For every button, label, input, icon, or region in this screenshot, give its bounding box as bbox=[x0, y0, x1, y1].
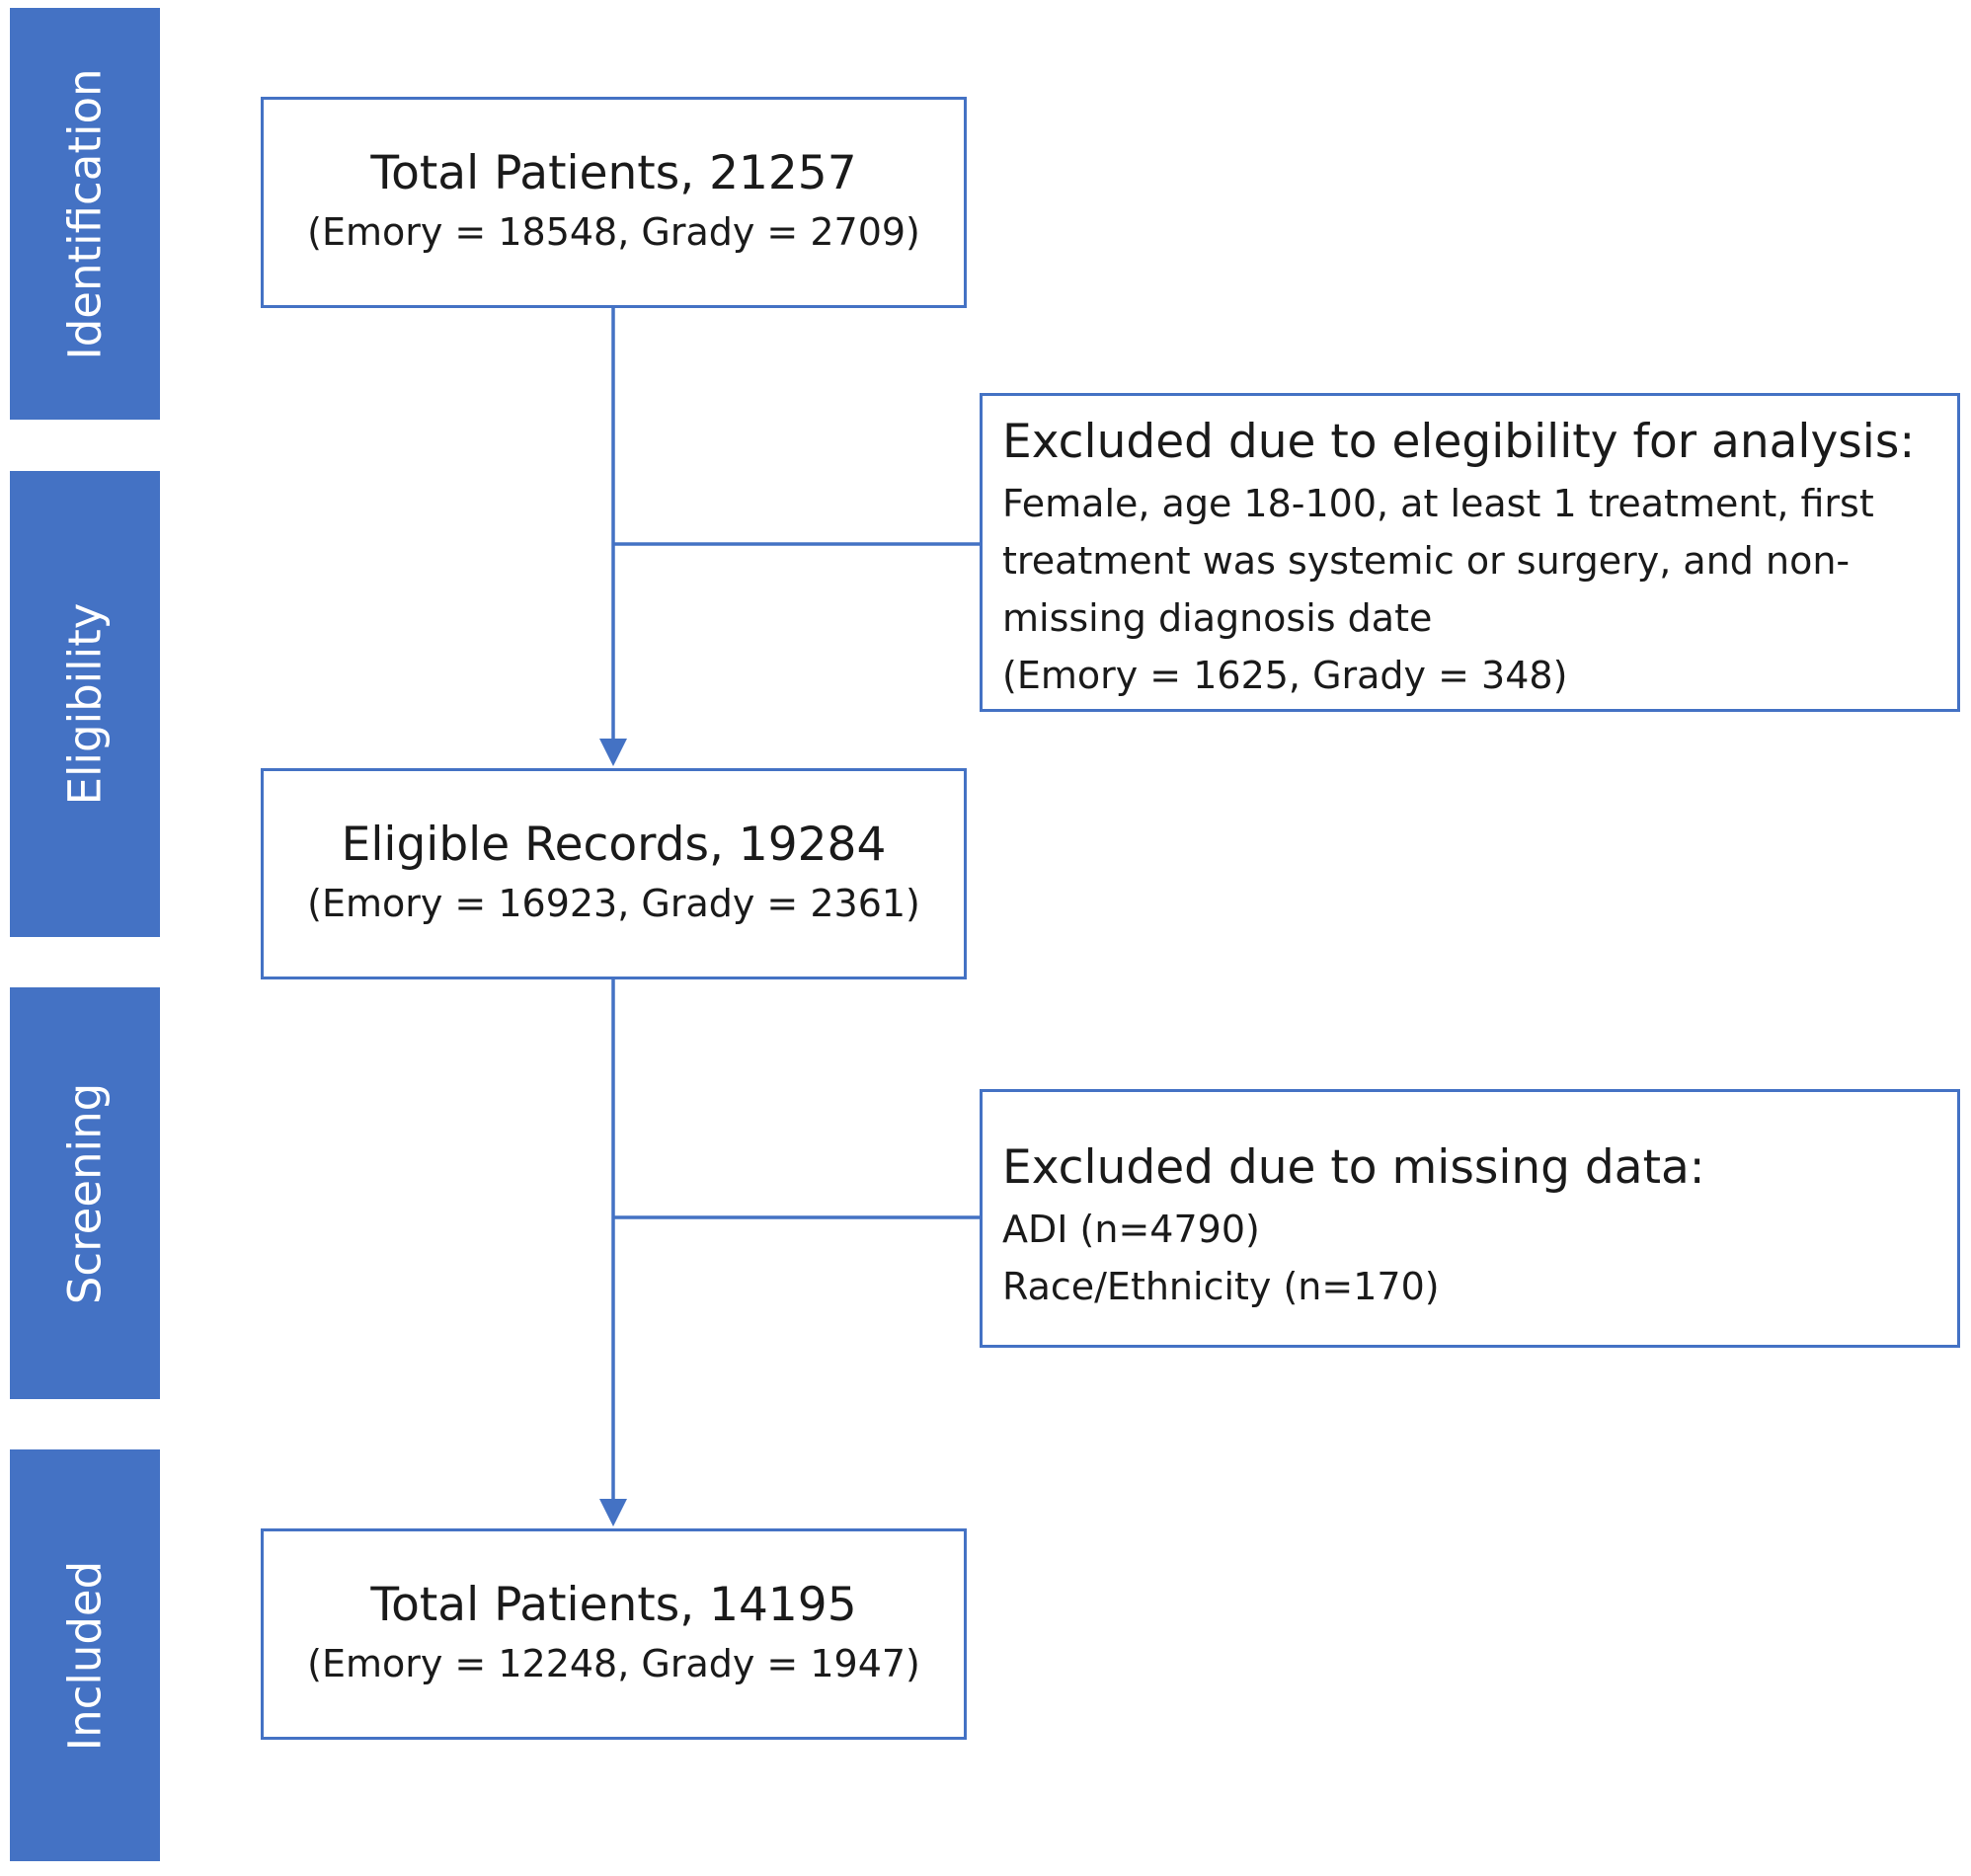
exclusion-missing-title: Excluded due to missing data: bbox=[1002, 1140, 1705, 1195]
box-exclusion-missing-data: Excluded due to missing data: ADI (n=479… bbox=[980, 1089, 1960, 1348]
box-exclusion-eligibility: Excluded due to elegibility for analysis… bbox=[980, 393, 1960, 712]
phase-bar-identification: Identification bbox=[10, 8, 160, 420]
exclusion-eligibility-counts: (Emory = 1625, Grady = 348) bbox=[1002, 654, 1568, 697]
exclusion-missing-race: Race/Ethnicity (n=170) bbox=[1002, 1265, 1440, 1308]
box-final-patients: Total Patients, 14195 (Emory = 12248, Gr… bbox=[261, 1528, 967, 1740]
box-total-patients: Total Patients, 21257 (Emory = 18548, Gr… bbox=[261, 97, 967, 308]
phase-bar-included: Included bbox=[10, 1449, 160, 1861]
final-patients-detail: (Emory = 12248, Grady = 1947) bbox=[307, 1642, 920, 1685]
arrowhead-to-final bbox=[599, 1499, 627, 1526]
exclusion-eligibility-line: treatment was systemic or surgery, and n… bbox=[1002, 539, 1851, 583]
arrowhead-to-eligible bbox=[599, 739, 627, 766]
total-patients-detail: (Emory = 18548, Grady = 2709) bbox=[307, 210, 920, 254]
box-eligible-records: Eligible Records, 19284 (Emory = 16923, … bbox=[261, 768, 967, 979]
eligible-records-title: Eligible Records, 19284 bbox=[341, 818, 887, 872]
final-patients-title: Total Patients, 14195 bbox=[370, 1578, 857, 1632]
total-patients-title: Total Patients, 21257 bbox=[370, 146, 857, 200]
eligible-records-detail: (Emory = 16923, Grady = 2361) bbox=[307, 882, 920, 925]
exclusion-eligibility-title: Excluded due to elegibility for analysis… bbox=[1002, 415, 1916, 469]
exclusion-eligibility-line: Female, age 18-100, at least 1 treatment… bbox=[1002, 482, 1874, 525]
phase-bar-screening: Screening bbox=[10, 987, 160, 1399]
exclusion-missing-adi: ADI (n=4790) bbox=[1002, 1208, 1260, 1251]
phase-bar-eligibility: Eligibility bbox=[10, 471, 160, 937]
exclusion-eligibility-line: missing diagnosis date bbox=[1002, 596, 1433, 640]
